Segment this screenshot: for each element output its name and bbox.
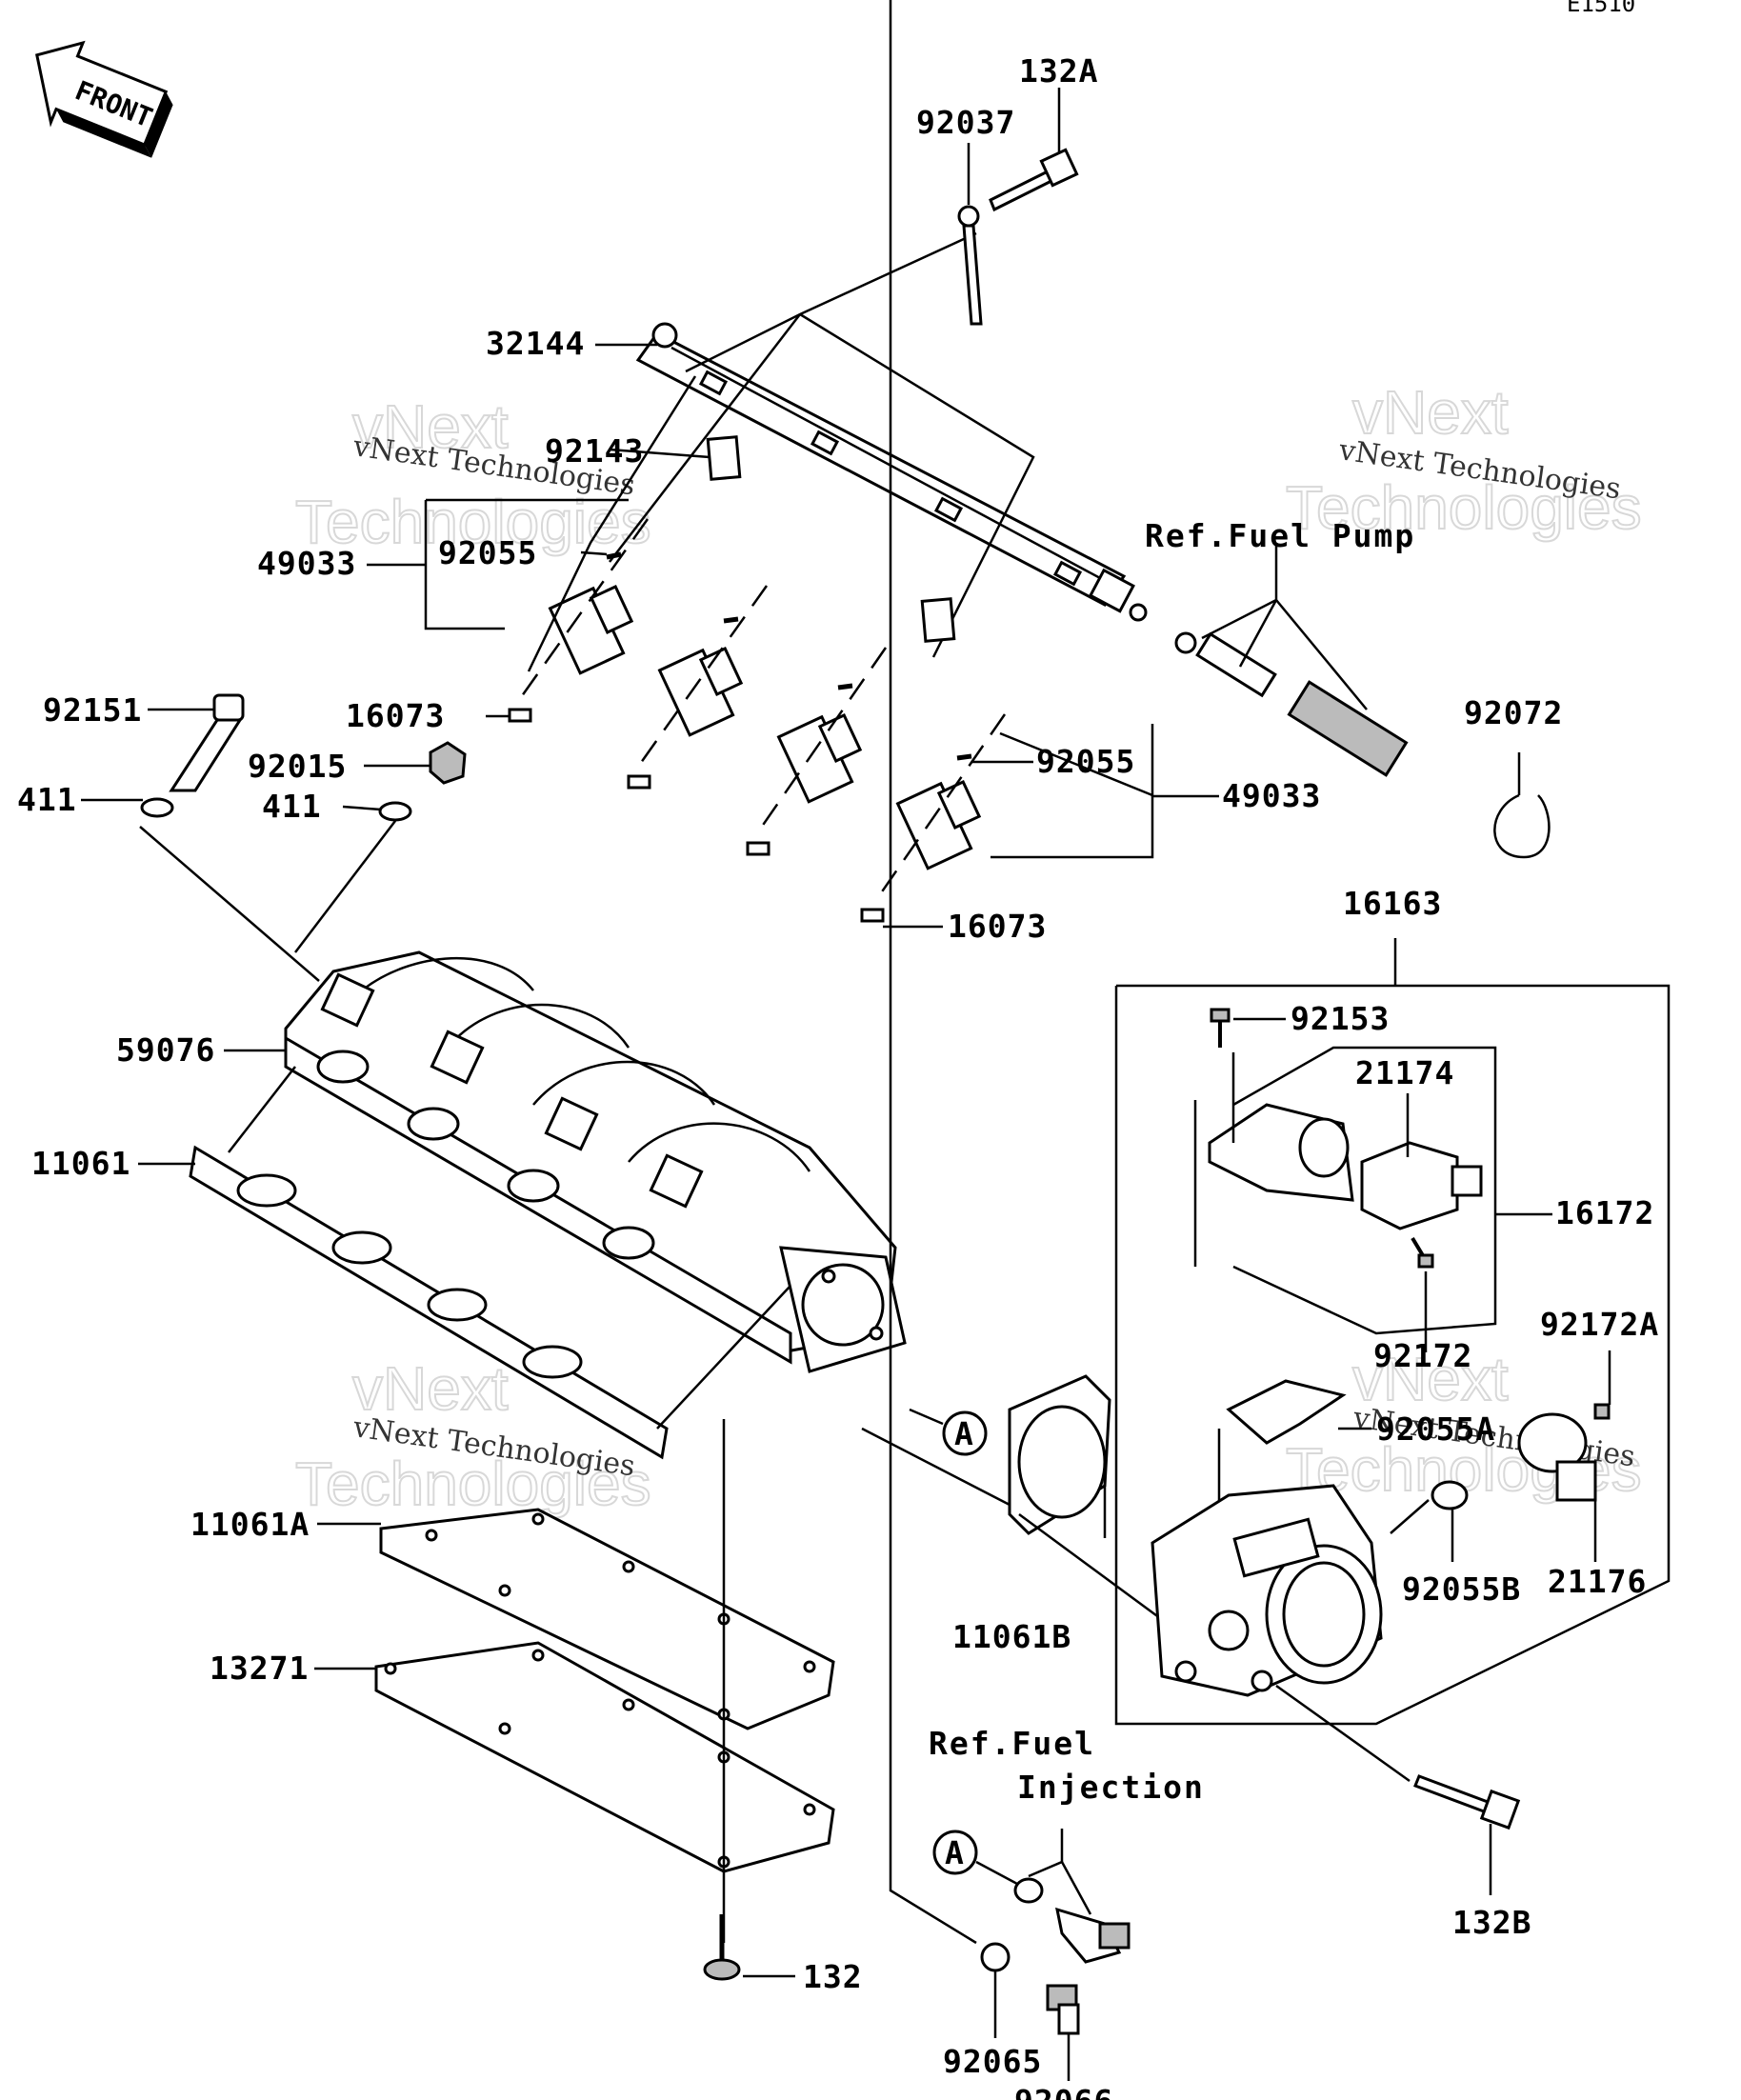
fuel-rail-32144 <box>635 322 1148 622</box>
throttle-body <box>1151 1484 1383 1697</box>
label-16073-bottom: 16073 <box>948 908 1047 945</box>
label-132A: 132A <box>1019 52 1098 90</box>
seal-16073-2 <box>627 774 651 790</box>
injector-1 <box>548 584 634 675</box>
label-11061B: 11061B <box>952 1618 1071 1655</box>
nut-92015 <box>429 741 467 785</box>
injector-3 <box>776 712 863 804</box>
fuel-pump-hose <box>1174 631 1409 777</box>
label-132B: 132B <box>1452 1904 1531 1941</box>
injector-2 <box>657 646 744 737</box>
label-16172: 16172 <box>1555 1194 1654 1231</box>
label-132: 132 <box>803 1958 863 1995</box>
washer-411-right <box>378 801 412 822</box>
label-11061A: 11061A <box>190 1506 310 1543</box>
ref-fuel-injection-line2: Injection <box>1017 1769 1205 1806</box>
label-92151: 92151 <box>43 691 142 729</box>
label-411-right: 411 <box>262 788 322 825</box>
callout-a-2: A <box>932 1830 978 1875</box>
bolt-132A <box>989 148 1079 212</box>
ref-fuel-pump: Ref.Fuel Pump <box>1145 517 1415 554</box>
watermark-vnext-4: vNext <box>1352 1345 1509 1413</box>
label-16073-top: 16073 <box>346 697 445 734</box>
label-32144: 32144 <box>486 325 585 362</box>
temp-sensor <box>1055 1907 1131 1964</box>
watermark-vnext-1: vNext <box>352 392 509 461</box>
bolt-92151 <box>169 693 245 792</box>
gasket-92055A <box>1226 1379 1347 1445</box>
bolt-132B <box>1413 1774 1521 1830</box>
label-92055A: 92055A <box>1376 1410 1495 1448</box>
washer-92065 <box>980 1942 1011 1972</box>
label-411-left: 411 <box>17 781 77 818</box>
grommet-92143-1 <box>706 435 742 481</box>
injector-4 <box>895 779 982 870</box>
oring-92055B <box>1431 1480 1469 1510</box>
screw-92172 <box>1411 1236 1434 1269</box>
label-92072: 92072 <box>1464 694 1563 731</box>
label-92037: 92037 <box>916 104 1015 141</box>
label-59076: 59076 <box>116 1031 215 1069</box>
leader-lines <box>81 0 1611 2081</box>
label-21176: 21176 <box>1548 1563 1647 1600</box>
oring-92055-3 <box>837 683 853 690</box>
label-92143: 92143 <box>545 432 644 470</box>
gasket-11061B <box>1008 1374 1111 1535</box>
label-92172A: 92172A <box>1540 1306 1659 1343</box>
grommet-92143-2 <box>920 597 956 643</box>
watermark-technologies-3: Technologies <box>295 1450 651 1518</box>
screw-92172A <box>1593 1403 1611 1420</box>
label-21174: 21174 <box>1355 1054 1454 1091</box>
watermark-vnext-2: vNext <box>1352 378 1509 447</box>
label-92065: 92065 <box>943 2043 1042 2080</box>
callout-a-2-text: A <box>945 1834 965 1871</box>
band-92037 <box>957 205 983 326</box>
label-16163: 16163 <box>1343 885 1442 922</box>
callout-a-1: A <box>942 1410 988 1456</box>
oring-92055-4 <box>956 753 972 761</box>
screw-92153 <box>1210 1008 1231 1048</box>
label-13271: 13271 <box>210 1650 309 1687</box>
seal-16073-1 <box>508 708 532 723</box>
plug-92066 <box>1046 1984 1080 2035</box>
watermark-technologies-1: Technologies <box>295 488 651 556</box>
plate-13271 <box>374 1641 835 1873</box>
screw-132 <box>703 1914 741 1981</box>
part-labels: 132A 92037 32144 92143 92055 49033 92151… <box>17 52 1659 2100</box>
gasket-11061A <box>379 1508 835 1730</box>
label-92172: 92172 <box>1373 1337 1472 1374</box>
tps-21176 <box>1517 1412 1597 1502</box>
isc-valve-21174 <box>1208 1103 1483 1230</box>
watermark-small: vNext Technologies vNext Technologies vN… <box>350 430 1637 1483</box>
label-49033-left: 49033 <box>257 545 356 582</box>
washer-ref-injection <box>1013 1877 1044 1904</box>
gasket-11061 <box>189 1145 669 1460</box>
label-92055-right: 92055 <box>1036 743 1135 780</box>
watermark-technologies-2: Technologies <box>1286 473 1642 542</box>
clip-92072 <box>1493 793 1551 859</box>
front-arrow-icon: FRONT <box>35 40 173 158</box>
watermark-vnext-3: vNext <box>352 1354 509 1423</box>
label-92066: 92066 <box>1014 2083 1113 2100</box>
label-92015: 92015 <box>248 748 347 785</box>
oring-92055-1 <box>606 551 622 560</box>
label-92055B: 92055B <box>1402 1570 1521 1608</box>
intake-manifold-59076 <box>284 950 907 1373</box>
washer-411-left <box>140 797 174 818</box>
callout-a-1-text: A <box>954 1415 974 1452</box>
diagram-code: E1510 <box>1567 0 1635 17</box>
label-92153: 92153 <box>1291 1000 1390 1037</box>
seal-16073-4 <box>860 908 885 923</box>
label-11061: 11061 <box>31 1145 130 1182</box>
oring-92055-2 <box>723 616 739 624</box>
seal-16073-3 <box>746 841 770 856</box>
ref-fuel-injection-line1: Ref.Fuel <box>929 1725 1095 1762</box>
label-92055-left: 92055 <box>438 534 537 571</box>
group-box-16163 <box>1114 984 1671 1726</box>
label-49033-right: 49033 <box>1222 777 1321 814</box>
